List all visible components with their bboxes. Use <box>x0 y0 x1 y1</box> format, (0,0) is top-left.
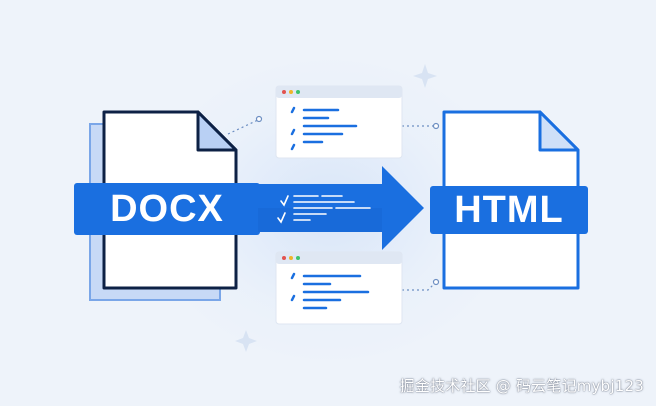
code-window-icon <box>275 251 403 325</box>
watermark-text: 掘金技术社区 @ 码云笔记mybj123 <box>399 377 644 395</box>
code-window-icon <box>275 85 403 159</box>
html-label-band <box>430 186 588 234</box>
html-label: HTML <box>454 188 564 231</box>
docx-label: DOCX <box>110 187 224 230</box>
sparkle-icon <box>413 64 437 88</box>
sparkle-icon <box>235 330 257 352</box>
right-arrow-icon <box>258 166 424 250</box>
dotted-connector <box>227 119 437 291</box>
docx-label-band <box>74 183 260 235</box>
